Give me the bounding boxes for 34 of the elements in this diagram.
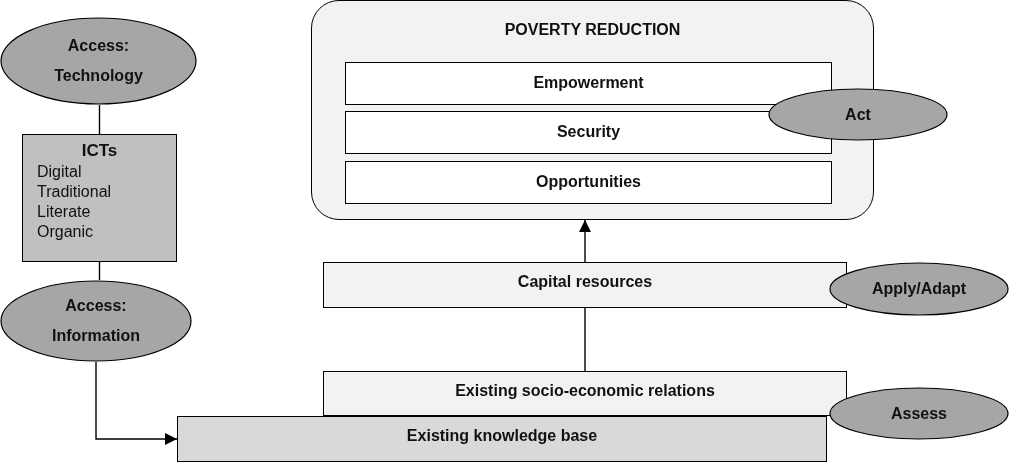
oval-node [768, 88, 948, 141]
node-label: Assess [889, 403, 948, 424]
node-label: Existing socio-economic relations [454, 382, 716, 400]
node-label: Access: Information [51, 296, 141, 346]
oval-node [829, 387, 1009, 440]
arrow [95, 361, 178, 445]
node-label: Security [555, 123, 622, 141]
oval-node [0, 280, 192, 362]
node-label: Capital resources [516, 273, 654, 291]
connector-line [98, 104, 101, 135]
node-label: Access: Technology [53, 36, 144, 86]
process-box [345, 62, 832, 105]
rounded-box [311, 0, 874, 220]
arrow [579, 219, 591, 263]
process-box [345, 161, 832, 204]
oval-node [0, 17, 197, 105]
box-heading: POVERTY REDUCTION [503, 21, 682, 39]
oval-node [829, 262, 1009, 316]
list-item: Organic [37, 223, 95, 241]
base-box [177, 416, 827, 462]
list-item: Traditional [37, 183, 113, 201]
list-item: Literate [37, 203, 92, 221]
box-heading: ICTs [80, 141, 119, 161]
node-label: Existing knowledge base [405, 427, 599, 445]
process-box [323, 371, 847, 416]
node-label: Empowerment [532, 74, 645, 92]
node-label: Act [844, 104, 872, 125]
process-box [323, 262, 847, 308]
connector-line [584, 307, 586, 372]
list-item: Digital [37, 163, 83, 181]
node-label: Opportunities [535, 173, 642, 191]
list-box [22, 134, 177, 262]
node-label: Apply/Adapt [870, 279, 968, 299]
process-box [345, 111, 832, 154]
